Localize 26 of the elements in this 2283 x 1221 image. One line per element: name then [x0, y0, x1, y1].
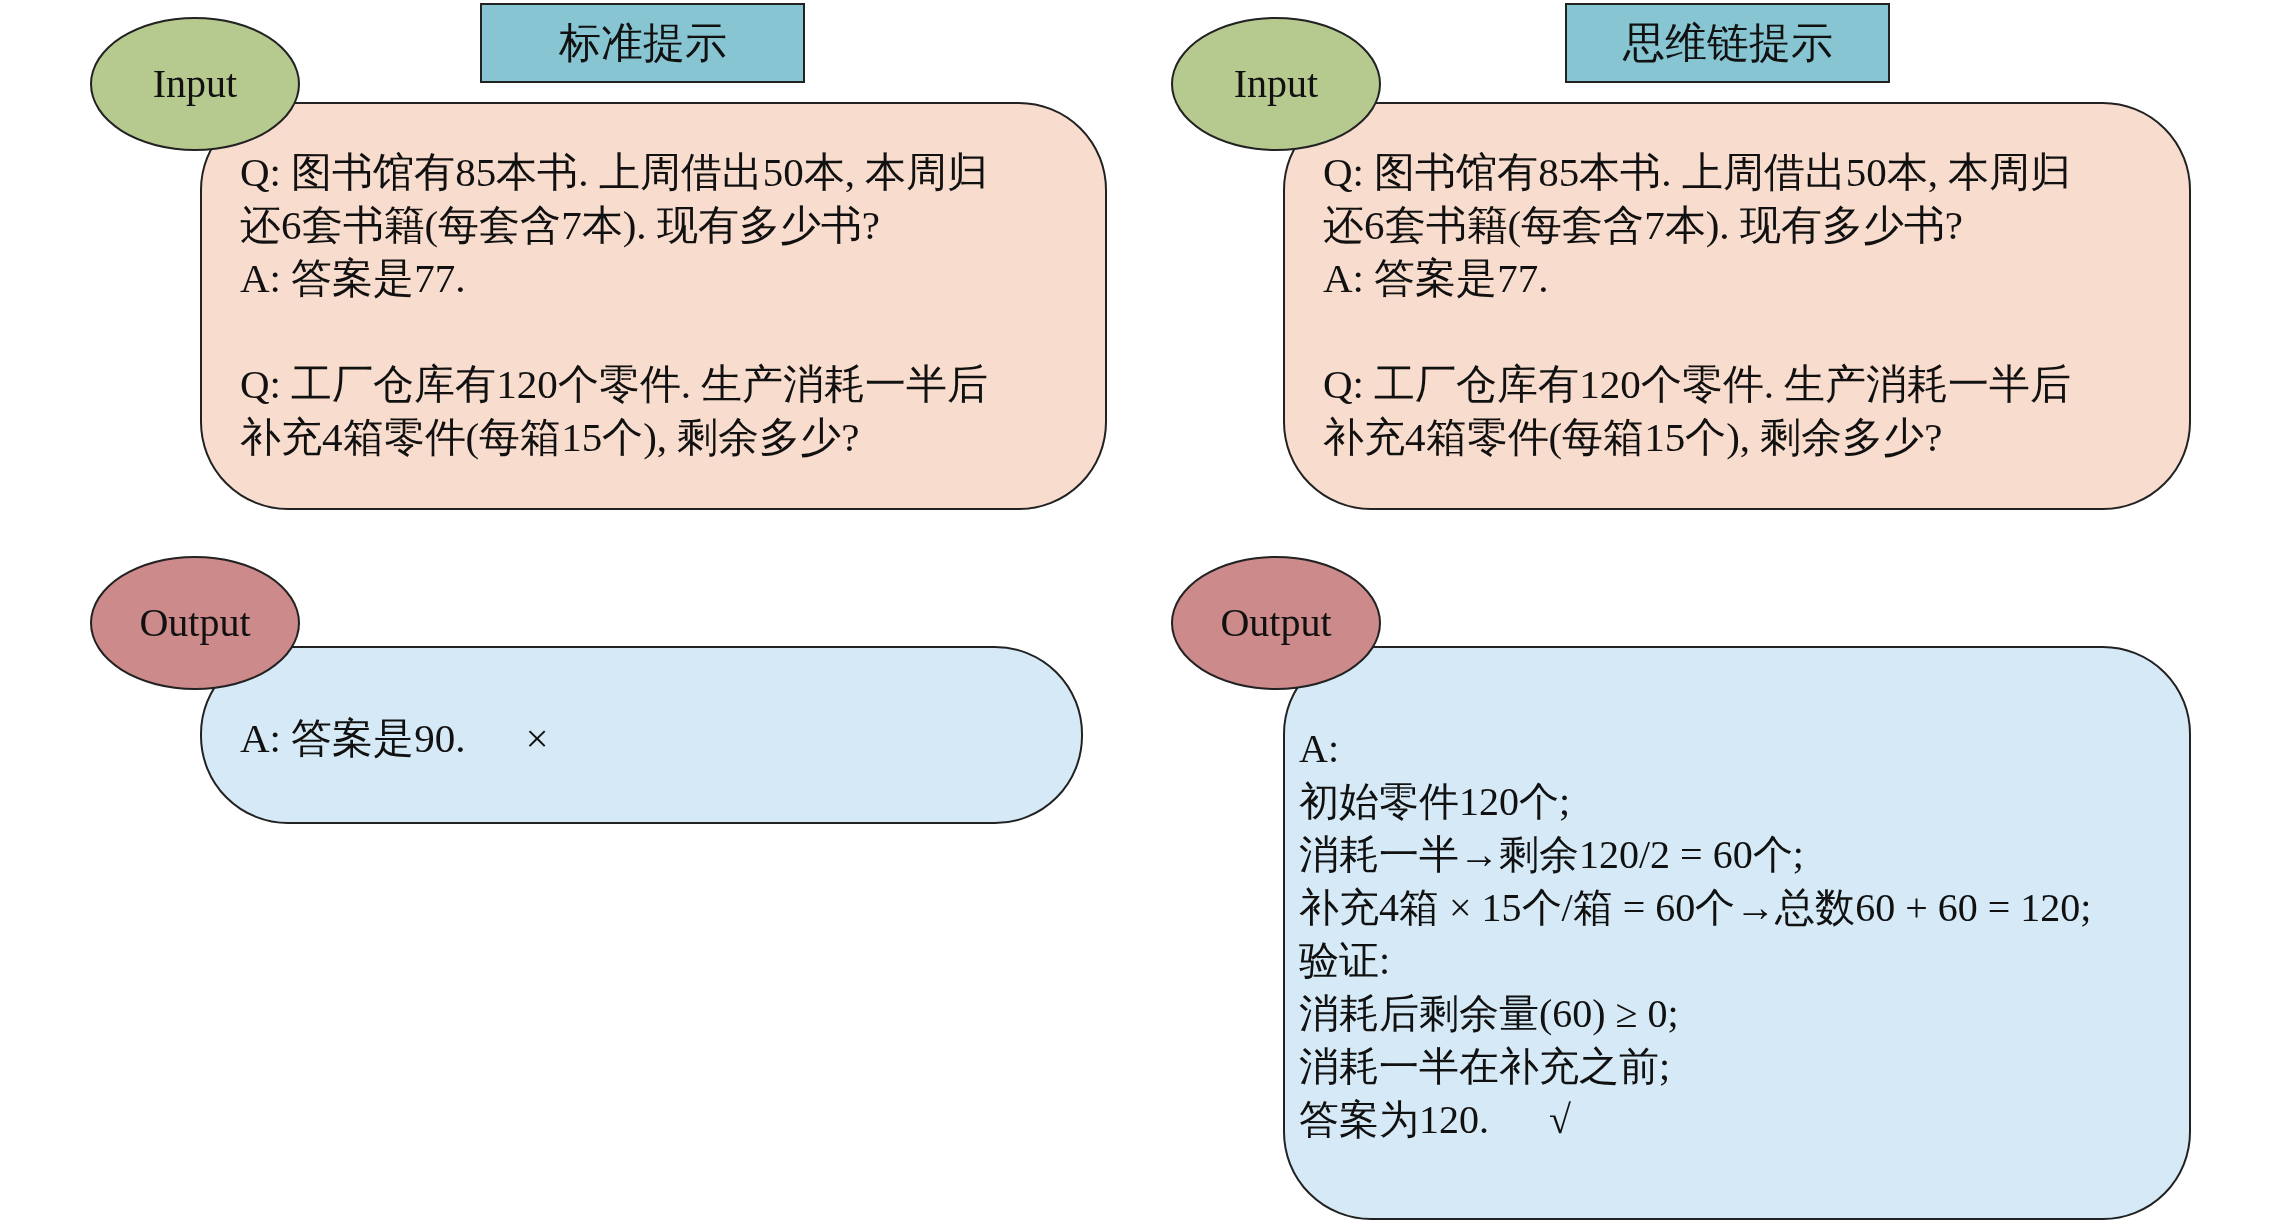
title-box [480, 3, 805, 83]
text: Q: 图书馆有85本书. 上周借出50本, 本周归还6套书籍(每套含7本). 现有多少书? [240, 148, 990, 250]
text: Q: 图书馆有85本书. 上周借出50本, 本周归还6套书籍(每套含7本). 现有多少书? [1323, 148, 2073, 250]
text: A: [1299, 725, 1340, 773]
text: Output [139, 599, 251, 647]
text: A: 答案是90. [240, 714, 466, 763]
text: 验证: [1299, 937, 1392, 985]
text: 答案为120. [1299, 1096, 1489, 1144]
text: A: 答案是77. [240, 254, 467, 303]
text: 思维链提示 [1622, 18, 1833, 68]
text: Input [1233, 60, 1319, 108]
text: Q: 工厂仓库有120个零件. 生产消耗一半后补充4箱零件(每箱15个), 剩余多少? [240, 360, 990, 462]
text: Output [1220, 599, 1332, 647]
text: A: 答案是77. [1323, 254, 1550, 303]
title-box [1565, 3, 1890, 83]
text: 消耗一半在补充之前; [1299, 1043, 1672, 1091]
text: 消耗一半→剩余120/2 = 60个; [1299, 831, 1805, 879]
text: 初始零件120个; [1299, 778, 1572, 826]
text: 标准提示 [558, 18, 727, 68]
text: Q: 工厂仓库有120个零件. 生产消耗一半后补充4箱零件(每箱15个), 剩余多少? [1323, 360, 2073, 462]
text: × [525, 714, 549, 763]
text: Input [152, 60, 238, 108]
text: √ [1549, 1096, 1571, 1144]
speech-bubble [1283, 646, 2191, 1220]
text: 消耗后剩余量(60) ≥ 0; [1299, 990, 1680, 1038]
text: 补充4箱 × 15个/箱 = 60个→总数60 + 60 = 120; [1299, 884, 2093, 932]
